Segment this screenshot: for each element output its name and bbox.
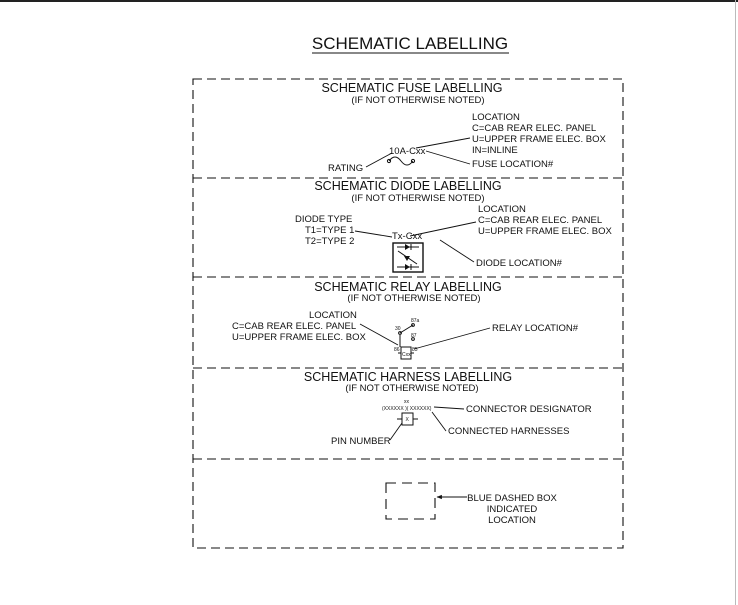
diode-section-title: SCHEMATIC DIODE LABELLING <box>314 179 501 193</box>
relay-section-subtitle: (IF NOT OTHERWISE NOTED) <box>347 293 480 304</box>
pin-number-leader <box>389 422 403 441</box>
relay-pin-86: 86 <box>394 347 400 353</box>
relay-location-label: LOCATION <box>309 310 357 321</box>
fuse-upper-label: U=UPPER FRAME ELEC. BOX <box>472 134 606 145</box>
diode-section-subtitle: (IF NOT OTHERWISE NOTED) <box>351 193 484 204</box>
page-title: SCHEMATIC LABELLING <box>312 34 508 53</box>
relay-number-leader <box>413 327 491 350</box>
fuse-cab-label: C=CAB REAR ELEC. PANEL <box>472 123 596 134</box>
diode-arrow-icon <box>405 244 410 250</box>
fuse-inline-label: IN=INLINE <box>472 145 518 156</box>
connected-harnesses-leader <box>431 411 447 432</box>
connected-harnesses-value: (XXXXXX )( XXXXXX) <box>382 406 432 412</box>
relay-section: SCHEMATIC RELAY LABELLING (IF NOT OTHERW… <box>232 280 579 360</box>
connector-designator-value: xx <box>404 399 410 405</box>
relay-section-title: SCHEMATIC RELAY LABELLING <box>314 280 502 294</box>
relay-pin-85: 85 <box>412 347 418 353</box>
relay-terminal-icon <box>411 337 415 341</box>
fuse-location-number-label: FUSE LOCATION# <box>472 159 554 170</box>
diode-location-leader <box>409 221 477 237</box>
relay-pin-30: 30 <box>395 326 401 332</box>
box-label-line2: INDICATED <box>487 504 538 515</box>
fuse-section-title: SCHEMATIC FUSE LABELLING <box>321 81 502 95</box>
diode-arrow-icon <box>405 264 410 270</box>
diode-type1-label: T1=TYPE 1 <box>305 225 354 236</box>
location-box-section: BLUE DASHED BOX INDICATED LOCATION <box>385 482 558 526</box>
relay-pin-87a: 87a <box>411 318 420 324</box>
diode-cab-label: C=CAB REAR ELEC. PANEL <box>478 215 602 226</box>
fuse-rating-label: RATING <box>328 163 363 174</box>
relay-cab-label: C=CAB REAR ELEC. PANEL <box>232 321 356 332</box>
pin-number-label: PIN NUMBER <box>331 436 391 447</box>
diode-type2-label: T2=TYPE 2 <box>305 236 354 247</box>
relay-terminal-icon <box>411 323 415 327</box>
diode-section: SCHEMATIC DIODE LABELLING (IF NOT OTHERW… <box>295 179 612 273</box>
harness-section: SCHEMATIC HARNESS LABELLING (IF NOT OTHE… <box>304 370 592 447</box>
fuse-symbol-label: 10A-Cxx <box>389 146 426 157</box>
diode-upper-label: U=UPPER FRAME ELEC. BOX <box>478 226 612 237</box>
fuse-symbol-icon <box>388 156 414 166</box>
connector-designator-label: CONNECTOR DESIGNATOR <box>466 404 592 415</box>
relay-symbol-label: Cxx <box>402 352 411 358</box>
relay-switch-contact <box>399 324 414 334</box>
right-border-line <box>735 0 736 605</box>
relay-terminal-icon <box>398 331 402 335</box>
diode-symbol-icon <box>392 242 424 273</box>
relay-pin-87: 87 <box>411 333 417 339</box>
harness-section-title: SCHEMATIC HARNESS LABELLING <box>304 370 512 384</box>
legend-frame <box>192 78 624 549</box>
diode-location-label: LOCATION <box>478 204 526 215</box>
fuse-section-subtitle: (IF NOT OTHERWISE NOTED) <box>351 95 484 106</box>
diode-arrow-icon <box>404 256 410 261</box>
diode-type-label: DIODE TYPE <box>295 214 352 225</box>
diode-type-leader <box>354 230 393 238</box>
connector-pin-value: X <box>406 417 410 423</box>
fuse-rating-leader <box>365 152 393 168</box>
box-label-line3: LOCATION <box>488 515 536 526</box>
fuse-section: SCHEMATIC FUSE LABELLING (IF NOT OTHERWI… <box>321 81 606 174</box>
harness-section-subtitle: (IF NOT OTHERWISE NOTED) <box>345 383 478 394</box>
box-label-line1: BLUE DASHED BOX <box>467 493 557 504</box>
diode-location-number-label: DIODE LOCATION# <box>476 258 563 269</box>
top-border-line <box>0 0 738 2</box>
fuse-number-leader <box>425 150 471 165</box>
relay-location-leader <box>359 323 399 346</box>
dashed-location-box-icon <box>385 482 436 520</box>
fuse-location-label: LOCATION <box>472 112 520 123</box>
fuse-location-leader <box>415 137 471 149</box>
diode-number-leader <box>439 239 475 263</box>
relay-location-number-label: RELAY LOCATION# <box>492 323 579 334</box>
fuse-terminal-icon <box>410 158 416 164</box>
connected-harnesses-label: CONNECTED HARNESSES <box>448 426 569 437</box>
connector-designator-leader <box>433 406 465 410</box>
fuse-terminal-icon <box>386 158 392 164</box>
relay-upper-label: U=UPPER FRAME ELEC. BOX <box>232 332 366 343</box>
diode-symbol-label: Tx-Cxx <box>392 231 422 242</box>
